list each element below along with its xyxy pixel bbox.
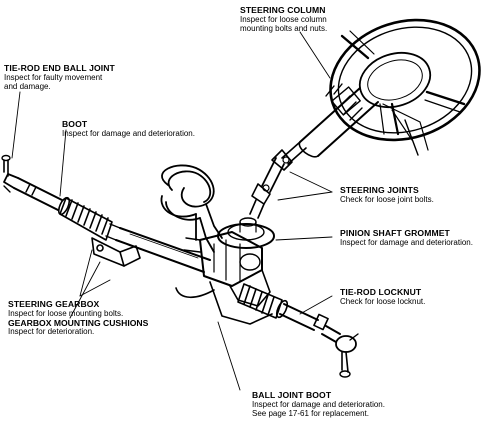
- steering-gearbox-desc-1: Inspect for loose mounting bolts.: [8, 308, 124, 318]
- tie-rod-locknut-desc-1: Check for loose locknut.: [340, 296, 426, 306]
- steering-column: [281, 83, 429, 165]
- steering-wheel: [329, 18, 481, 142]
- boot-title: BOOT: [62, 119, 88, 129]
- label-tie-rod-end-ball-joint: TIE-ROD END BALL JOINT Inspect for fault…: [4, 63, 115, 92]
- label-steering-column: STEERING COLUMN Inspect for loose column…: [240, 5, 328, 34]
- right-boot: [237, 283, 289, 319]
- ball-joint-boot-desc-1: Inspect for damage and deterioration.: [252, 399, 385, 409]
- label-ball-joint-boot: BALL JOINT BOOT Inspect for damage and d…: [252, 390, 385, 419]
- ball-joint-boot-desc-2: See page 17-61 for replacement.: [252, 408, 369, 418]
- left-boot: [57, 196, 113, 241]
- label-steering-gearbox: STEERING GEARBOX Inspect for loose mount…: [8, 299, 149, 337]
- left-tie-rod: [1, 154, 63, 211]
- steering-joints-desc-1: Check for loose joint bolts.: [340, 194, 434, 204]
- rack-tube: [105, 223, 211, 273]
- tie-rod-end-ball-joint-desc-2: and damage.: [4, 81, 51, 91]
- pinion-shaft-grommet-desc-1: Inspect for damage and deterioration.: [340, 237, 473, 247]
- steering-column-desc-2: mounting bolts and nuts.: [240, 23, 328, 33]
- steering-joints: [249, 149, 293, 219]
- tie-rod-locknut-title: TIE-ROD LOCKNUT: [340, 287, 422, 297]
- gear-housing: [175, 231, 273, 325]
- tie-rod-end-ball-joint-title: TIE-ROD END BALL JOINT: [4, 63, 115, 73]
- boot-desc-1: Inspect for damage and deterioration.: [62, 128, 195, 138]
- leader-lines: [11, 31, 333, 391]
- steering-gearbox-title: STEERING GEARBOX: [8, 299, 100, 309]
- steering-column-desc-1: Inspect for loose column: [240, 14, 327, 24]
- gearbox-mount: [91, 237, 141, 267]
- steering-column-title: STEERING COLUMN: [240, 5, 326, 15]
- gearbox-mounting-cushions-desc: Inspect for deterioration.: [8, 327, 95, 337]
- tie-rod-end-ball-joint-desc-1: Inspect for faulty movement: [4, 72, 103, 82]
- label-steering-joints: STEERING JOINTS Check for loose joint bo…: [340, 185, 434, 205]
- label-pinion-shaft-grommet: PINION SHAFT GROMMET Inspect for damage …: [340, 228, 473, 248]
- steering-joints-title: STEERING JOINTS: [340, 185, 419, 195]
- pinion-shaft-grommet-title: PINION SHAFT GROMMET: [340, 228, 450, 238]
- ball-joint-boot-title: BALL JOINT BOOT: [252, 390, 332, 400]
- right-tie-rod: [279, 303, 359, 378]
- label-boot: BOOT Inspect for damage and deterioratio…: [62, 119, 195, 139]
- label-tie-rod-locknut: TIE-ROD LOCKNUT Check for loose locknut.: [340, 287, 426, 307]
- gearbox-mounting-cushions-title: GEARBOX MOUNTING CUSHIONS: [8, 317, 149, 328]
